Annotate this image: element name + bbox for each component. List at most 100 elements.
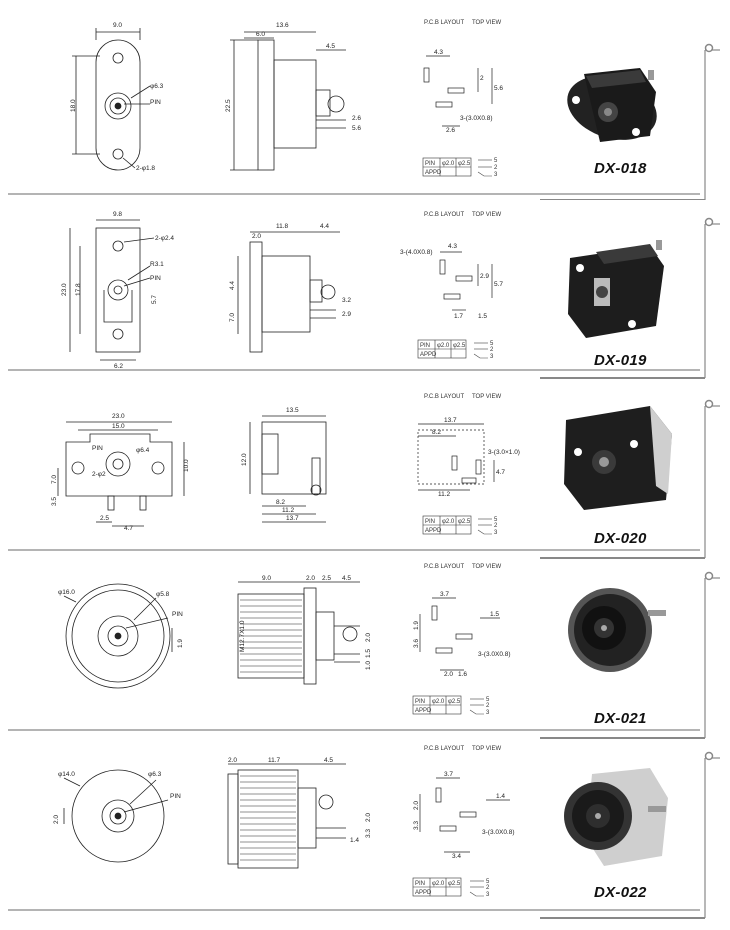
dim-label: φ6.3 <box>148 771 162 778</box>
front-view-drawing <box>72 28 151 171</box>
legend-num: 2 <box>494 165 498 171</box>
legend-num: 3 <box>486 892 490 898</box>
top-view-header: TOP VIEW <box>472 394 501 400</box>
side-view-drawing <box>237 581 360 685</box>
dim-label: 2.0 <box>306 575 315 582</box>
table-appd-label: APPD <box>415 708 432 714</box>
dim-label: 3-(3.0X0.8) <box>460 115 493 122</box>
dim-label: 9.8 <box>113 211 122 218</box>
dim-label: PIN <box>150 99 161 106</box>
dim-label: PIN <box>170 793 181 800</box>
dim-label: 8.2 <box>276 499 285 506</box>
legend-num: 5 <box>494 158 498 164</box>
pin-table <box>412 695 462 715</box>
legend-num: 3 <box>494 530 498 536</box>
dim-label: 15.0 <box>112 423 125 430</box>
dim-label: 11.8 <box>276 223 289 230</box>
dim-label: 3.7 <box>444 771 453 778</box>
side-view-drawing <box>227 763 346 869</box>
dim-label: 10.0 <box>183 459 190 472</box>
dim-label: 1.6 <box>458 671 467 678</box>
top-view-header: TOP VIEW <box>472 20 501 26</box>
product-image <box>564 768 668 866</box>
dim-label: 13.6 <box>276 22 289 29</box>
product-row-dx-022: φ14.0 φ6.3 PIN 2.0 2.0 11.7 4.5 2.0 3.3 … <box>0 738 730 919</box>
row-frame: φ14.0 φ6.3 PIN 2.0 2.0 11.7 4.5 2.0 3.3 … <box>8 746 720 919</box>
dim-label: 12.0 <box>241 453 248 466</box>
dim-label: 6.0 <box>256 31 265 38</box>
dim-label: PIN <box>150 275 161 282</box>
model-number: DX-021 <box>594 710 647 727</box>
dim-label: 4.3 <box>434 49 443 56</box>
dim-label: 1.0 <box>365 661 372 670</box>
dim-label: 5.6 <box>494 85 503 92</box>
dim-label: 1.9 <box>177 639 184 648</box>
top-view-header: TOP VIEW <box>472 564 501 570</box>
frame-pin-icon <box>704 751 714 761</box>
legend-num: 3 <box>486 710 490 716</box>
pcb-layout-header: P.C.B LAYOUT <box>424 394 464 400</box>
table-appd-label: APPD <box>420 352 437 358</box>
dim-label: 13.7 <box>286 515 299 522</box>
product-image <box>568 588 666 672</box>
dim-label: 2.0 <box>365 813 372 822</box>
pin-table <box>422 157 472 177</box>
dim-label: 2-φ2 <box>92 471 106 478</box>
pcb-layout-header: P.C.B LAYOUT <box>424 564 464 570</box>
legend-num: 2 <box>494 523 498 529</box>
dim-label: φ16.0 <box>58 589 75 596</box>
dim-label: 1.9 <box>413 621 420 630</box>
frame-pin-icon <box>704 217 714 227</box>
legend-num: 3 <box>494 172 498 178</box>
legend-num: 2 <box>486 885 490 891</box>
front-view-drawing <box>63 769 169 863</box>
pcb-layout-drawing <box>423 55 493 127</box>
table-pin-label: PIN <box>415 699 425 705</box>
table-pin-label: PIN <box>415 881 425 887</box>
dim-label: 23.0 <box>112 413 125 420</box>
dim-label: 5.7 <box>494 281 503 288</box>
dim-label: 1.4 <box>350 837 359 844</box>
dim-label: φ6.3 <box>150 83 164 90</box>
dim-label: 1.7 <box>454 313 463 320</box>
table-col: φ2.0 <box>437 343 450 349</box>
dim-label: 1.5 <box>490 611 499 618</box>
product-image <box>564 406 672 510</box>
model-number: DX-022 <box>594 884 647 901</box>
dim-label: 3.4 <box>452 853 461 860</box>
table-pin-label: PIN <box>425 161 435 167</box>
dim-label: 2 <box>480 75 484 82</box>
dim-label: 3.3 <box>365 829 372 838</box>
dim-label: R3.1 <box>150 261 164 268</box>
table-col: φ2.0 <box>432 881 445 887</box>
table-col: φ2.5 <box>448 699 461 705</box>
dim-label: 3.6 <box>413 639 420 648</box>
pin-table <box>412 877 462 897</box>
pcb-layout-drawing <box>439 251 493 311</box>
dim-label: 3-(4.0X0.8) <box>400 249 433 256</box>
product-row-dx-021: φ16.0 φ5.8 PIN 1.9 9.0 2.0 2.5 4.5 M12.7… <box>0 558 730 739</box>
top-view-header: TOP VIEW <box>472 746 501 752</box>
pin-legend <box>473 342 488 359</box>
dim-label: 6.2 <box>114 363 123 370</box>
pcb-layout-header: P.C.B LAYOUT <box>424 20 464 26</box>
dim-label: φ6.4 <box>136 447 150 454</box>
dim-label: 2-φ1.8 <box>136 165 155 172</box>
dim-label: 3.7 <box>440 591 449 598</box>
pcb-layout-drawing <box>419 597 500 671</box>
row-frame: 9.0 18.0 φ6.3 PIN 2-φ1.8 13.6 6.0 4.5 <box>8 20 720 200</box>
dim-label: 13.7 <box>444 417 457 424</box>
row-frame: 23.0 15.0 PIN φ6.4 2-φ2 10.0 7.0 3.5 2.5… <box>8 394 720 559</box>
dim-label: 11.2 <box>282 507 295 514</box>
pin-table <box>422 515 472 535</box>
table-col: φ2.0 <box>432 699 445 705</box>
pin-legend <box>477 159 492 177</box>
dim-label: 3.2 <box>342 297 351 304</box>
dim-label: PIN <box>92 445 103 452</box>
table-col: φ2.5 <box>458 161 471 167</box>
row-frame: 9.8 2-φ2.4 R3.1 PIN 23.0 17.8 5.7 6.2 11… <box>8 211 720 379</box>
dim-label: 4.7 <box>124 525 133 532</box>
dim-label: 3.5 <box>51 497 58 506</box>
dim-label: 1.5 <box>365 649 372 658</box>
dim-label: 7.0 <box>229 313 236 322</box>
